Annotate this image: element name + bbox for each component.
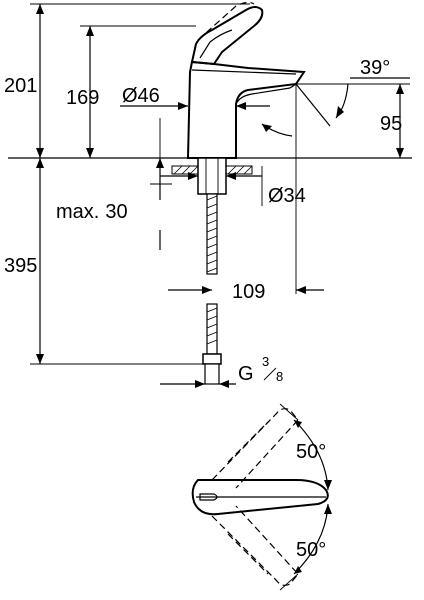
dim-projection: 109 <box>168 281 324 303</box>
hose-connector-end <box>204 363 220 385</box>
dim-connection-thread: G 3 8 <box>160 354 283 388</box>
faucet-top-view: 50° 50° <box>191 403 332 591</box>
label-39: 39° <box>360 57 390 79</box>
hose-braid-lower <box>206 307 218 345</box>
hose-connector-nut <box>202 353 222 365</box>
dim-outlet-height: 95 <box>380 84 404 158</box>
lever-top-rotated-down <box>211 505 299 586</box>
label-o46: Ø46 <box>122 85 160 107</box>
dim-total-height: 201 <box>4 3 250 158</box>
label-g-num: 3 <box>262 354 269 369</box>
label-169: 169 <box>66 87 99 109</box>
label-95: 95 <box>380 113 402 135</box>
mounting-assembly <box>171 157 253 385</box>
body-top-line <box>191 69 297 75</box>
dim-hose-length: 395 <box>4 158 206 365</box>
shank <box>197 157 227 195</box>
label-g-den: 8 <box>276 369 283 384</box>
lever-top-center <box>191 479 329 516</box>
spout-lower-edge <box>235 87 291 105</box>
hose-braid-upper <box>206 195 218 273</box>
spout-tip <box>289 83 297 89</box>
label-50-upper: 50° <box>296 441 326 463</box>
hose-upper <box>206 193 218 275</box>
label-50-lower: 50° <box>296 539 326 561</box>
lever-top-rotated-up <box>211 408 299 489</box>
faucet-body <box>186 60 306 159</box>
lever-handle-inner <box>199 29 233 59</box>
label-109: 109 <box>232 281 265 303</box>
faucet-side-view <box>186 1 306 159</box>
label-o34: Ø34 <box>268 185 306 207</box>
dim-hole-diameter: Ø34 <box>160 166 306 207</box>
label-g: G <box>238 363 254 385</box>
label-201: 201 <box>4 75 37 97</box>
lever-handle-dashed-upper <box>197 1 255 41</box>
dim-spout-height: 169 <box>66 25 196 158</box>
dim-max-thickness: max.30 <box>56 158 172 250</box>
counter-hatching <box>173 165 253 175</box>
dim-body-diameter: Ø46 <box>120 85 270 158</box>
dim-angle-39: 39° <box>295 57 410 127</box>
label-395: 395 <box>4 255 37 277</box>
label-max: max.30 <box>56 201 128 223</box>
